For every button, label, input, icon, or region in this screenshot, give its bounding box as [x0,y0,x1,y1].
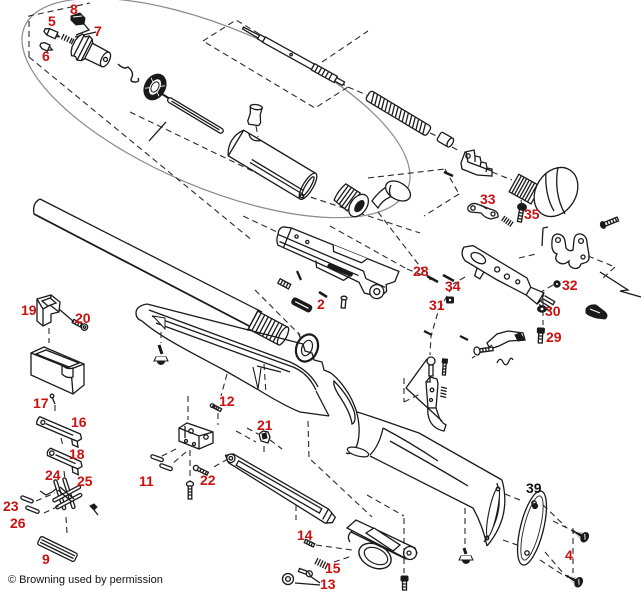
svg-text:© Browning used by permission: © Browning used by permission [8,574,163,586]
svg-text:23: 23 [3,498,19,514]
svg-text:28: 28 [413,263,429,279]
svg-text:6: 6 [42,48,50,64]
svg-text:12: 12 [219,393,235,409]
svg-text:26: 26 [10,515,26,531]
svg-text:39: 39 [526,480,542,496]
svg-text:15: 15 [325,560,341,576]
svg-text:14: 14 [297,527,313,543]
svg-text:9: 9 [42,551,50,567]
svg-text:16: 16 [71,414,87,430]
svg-text:24: 24 [45,467,61,483]
svg-text:22: 22 [200,472,216,488]
svg-text:32: 32 [562,277,578,293]
svg-text:25: 25 [77,473,93,489]
svg-text:7: 7 [94,23,102,39]
svg-text:33: 33 [480,191,496,207]
svg-text:5: 5 [48,13,56,29]
svg-text:31: 31 [429,297,445,313]
svg-text:20: 20 [75,310,91,326]
svg-text:35: 35 [524,206,540,222]
svg-text:34: 34 [445,278,461,294]
svg-text:13: 13 [320,576,336,592]
svg-text:29: 29 [546,329,562,345]
svg-text:11: 11 [139,473,154,489]
svg-text:8: 8 [70,1,78,17]
svg-text:17: 17 [33,395,49,411]
svg-text:2: 2 [317,296,325,312]
svg-text:4: 4 [565,547,573,563]
svg-text:21: 21 [257,417,273,433]
svg-text:19: 19 [21,302,37,318]
svg-text:30: 30 [545,303,561,319]
svg-text:18: 18 [69,446,85,462]
